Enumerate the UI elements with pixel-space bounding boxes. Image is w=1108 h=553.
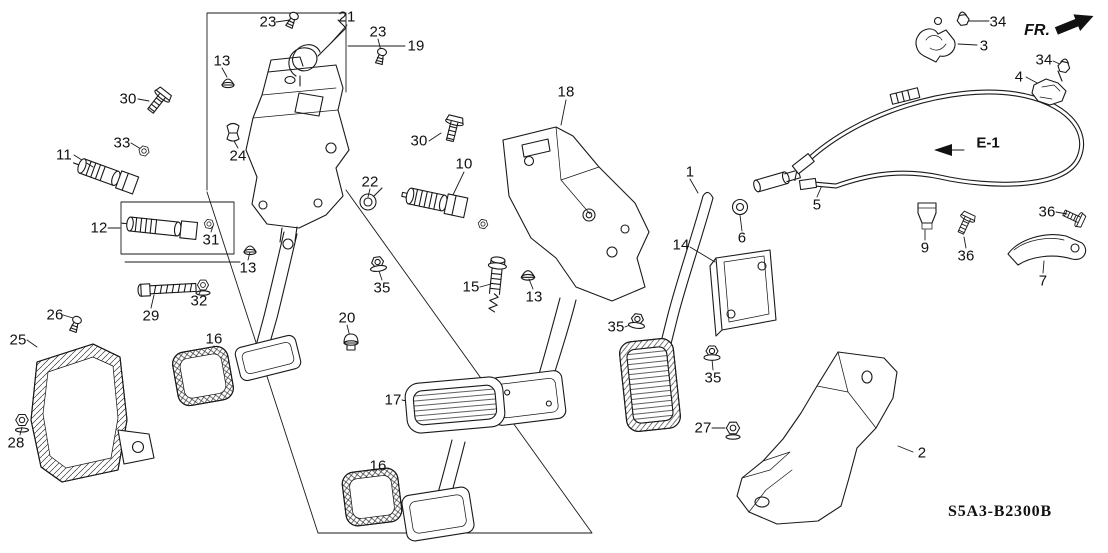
lower-pedal-arm	[401, 439, 475, 542]
part-label-25: 25	[9, 331, 27, 349]
fr-direction-label: FR.	[1024, 22, 1050, 39]
part-label-16: 16	[205, 330, 223, 348]
part-label-31: 31	[202, 231, 220, 249]
part-label-17: 17	[384, 391, 402, 409]
part-label-20: 20	[338, 309, 356, 327]
spring-22	[359, 187, 383, 211]
cable-clamp-9	[917, 202, 937, 230]
brake-pedal-bracket	[502, 126, 650, 302]
part-label-34: 34	[1035, 51, 1053, 69]
part-label-21: 21	[338, 8, 356, 26]
cable-clip-4	[1031, 70, 1067, 106]
e1-arrow	[934, 144, 965, 156]
bracket-14	[709, 249, 777, 337]
accelerator-pedal-pad	[619, 338, 681, 432]
part-label-29: 29	[142, 307, 160, 325]
pedal-pad-16b	[341, 467, 403, 527]
switch-15	[487, 256, 507, 313]
clip-24	[226, 122, 240, 142]
cable-bracket-7	[1007, 234, 1087, 266]
diagram-code: S5A3-B2300B	[948, 503, 1052, 520]
brake-pedal-arm	[489, 297, 577, 426]
part-label-33: 33	[113, 134, 131, 152]
part-label-19: 19	[407, 37, 425, 55]
clutch-pedal-bracket	[245, 56, 350, 250]
nut-27	[725, 421, 741, 440]
part-label-12: 12	[90, 219, 108, 237]
part-label-5: 5	[812, 196, 822, 214]
part-label-10: 10	[455, 155, 473, 173]
part-label-36: 36	[957, 247, 975, 265]
bolt-29	[137, 282, 197, 297]
pedal-pad-17	[404, 376, 506, 434]
nut-28	[14, 414, 30, 433]
grommet-6	[731, 198, 749, 216]
cable-end-rod	[753, 169, 801, 193]
pedal-pad-16a	[172, 345, 234, 407]
footrest-25	[30, 343, 155, 483]
part-label-13: 13	[239, 259, 257, 277]
brake-switch-10	[401, 187, 469, 219]
clutch-switch-12	[121, 216, 199, 241]
part-label-14: 14	[672, 236, 690, 254]
part-label-35: 35	[373, 279, 391, 297]
part-label-30: 30	[119, 90, 137, 108]
clutch-pedal-arm	[234, 231, 302, 382]
throttle-cable-5	[791, 87, 1085, 191]
part-label-35: 35	[704, 369, 722, 387]
part-label-34: 34	[989, 13, 1007, 31]
part-label-28: 28	[7, 434, 25, 452]
part-label-30: 30	[410, 132, 428, 150]
part-label-18: 18	[557, 83, 575, 101]
part-label-35: 35	[607, 318, 625, 336]
pedal-return-spring	[288, 19, 347, 87]
part-label-15: 15	[462, 278, 480, 296]
e1-reference-label: E-1	[976, 134, 1000, 152]
part-label-23: 23	[369, 23, 387, 41]
part-label-23: 23	[259, 13, 277, 31]
part-label-3: 3	[979, 37, 989, 55]
fr-arrow-icon	[1054, 14, 1094, 35]
part-label-4: 4	[1014, 68, 1024, 86]
part-label-22: 22	[361, 173, 379, 191]
part-label-16: 16	[369, 457, 387, 475]
part-label-36: 36	[1038, 203, 1056, 221]
part-label-6: 6	[737, 229, 747, 247]
part-label-11: 11	[56, 146, 72, 164]
part-label-13: 13	[525, 288, 543, 306]
part-label-7: 7	[1038, 272, 1048, 290]
part-label-27: 27	[694, 419, 712, 437]
part-label-13: 13	[213, 52, 231, 70]
part-label-2: 2	[917, 444, 927, 462]
pedal-cover-2	[736, 351, 898, 525]
part-label-26: 26	[46, 306, 64, 324]
part-label-9: 9	[920, 239, 930, 257]
nut-32	[195, 279, 211, 296]
clutch-switch-11	[72, 158, 140, 195]
part-label-32: 32	[190, 292, 208, 310]
accelerator-pedal-arm	[659, 191, 714, 349]
cable-clip-3	[915, 16, 956, 63]
part-label-24: 24	[229, 147, 247, 165]
part-label-1: 1	[685, 163, 695, 181]
